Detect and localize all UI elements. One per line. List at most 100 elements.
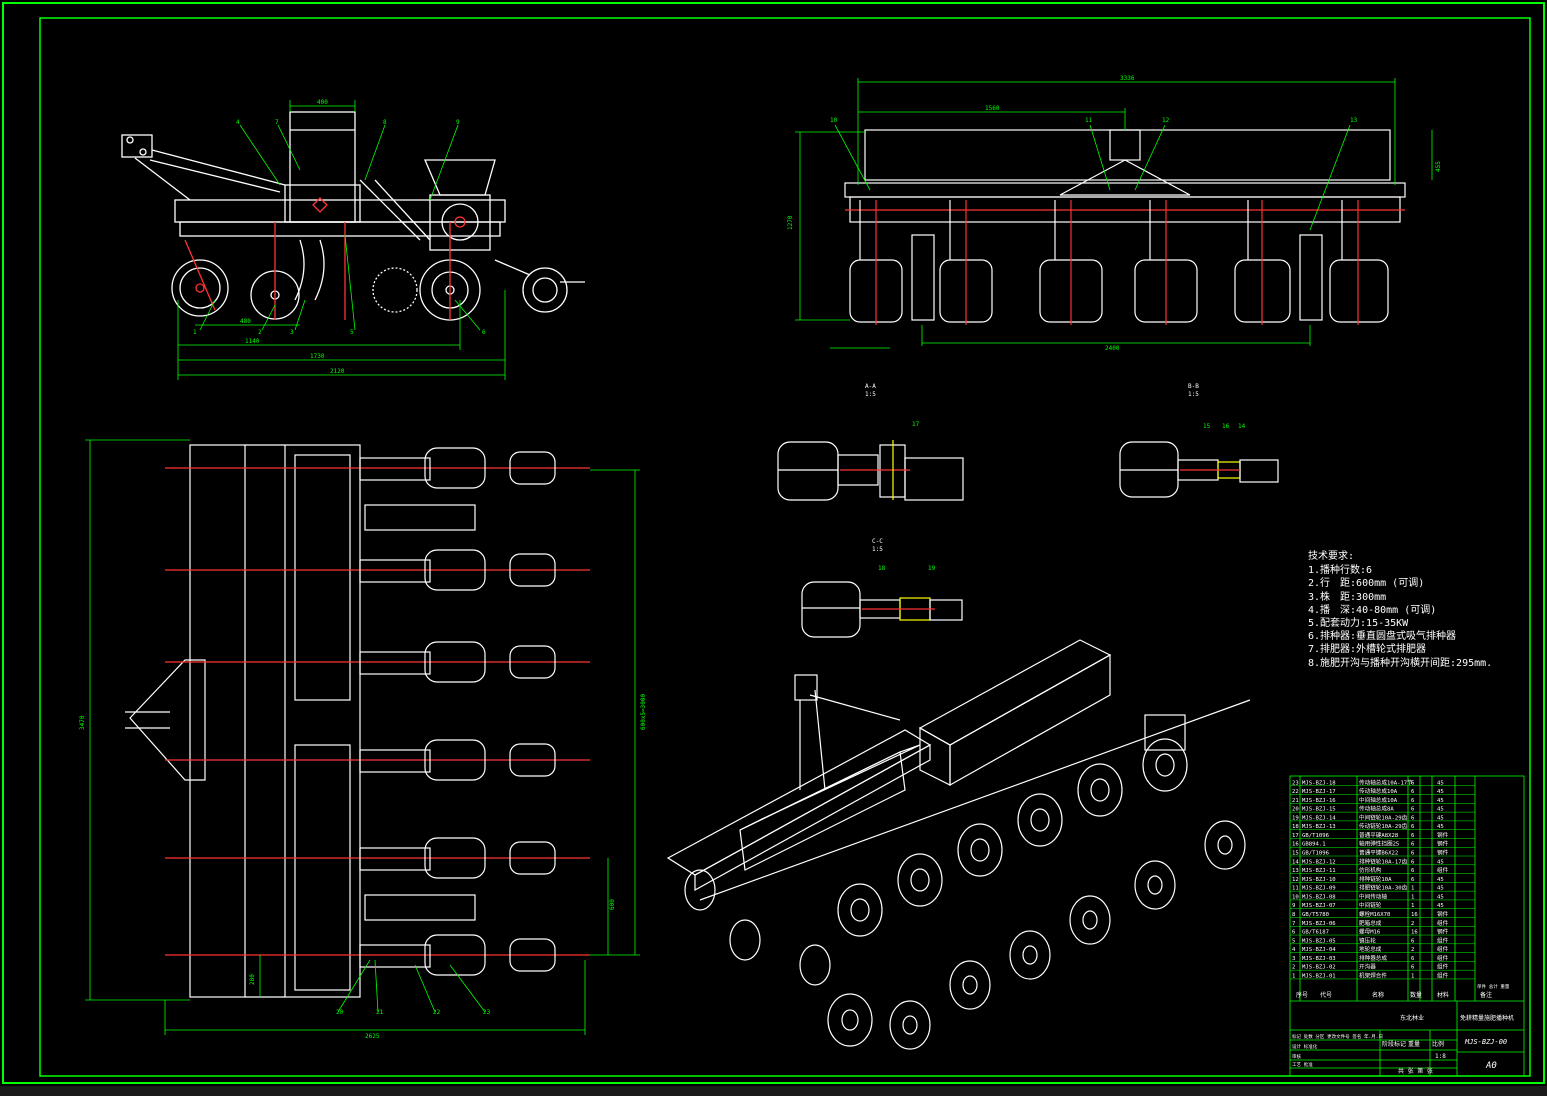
bom-cell: MJS-BZJ-07: [1302, 903, 1336, 909]
bom-cell: 45: [1437, 859, 1444, 865]
bom-cell: 45: [1437, 807, 1444, 813]
bom-cell: 6: [1411, 965, 1414, 971]
section-c-c: [801, 581, 963, 638]
bom-cell: 组件: [1437, 954, 1449, 962]
bom-cell: 1: [1411, 903, 1414, 909]
balloon-side-4: 4: [236, 119, 240, 126]
bom-cell: GB/T1096: [1302, 833, 1329, 839]
balloon-side-8: 8: [383, 119, 387, 126]
balloon-side-7: 7: [275, 119, 279, 126]
bom-cell: 1: [1411, 894, 1414, 900]
bom-cell: 45: [1437, 824, 1444, 830]
bom-cell: MJS-BZJ-10: [1302, 877, 1336, 883]
dim-front-right: 455: [1435, 161, 1442, 172]
weight-label: 重量: [1408, 1040, 1420, 1048]
bom-cell: 6: [1411, 868, 1414, 874]
bom-cell: GB894.1: [1302, 842, 1326, 848]
bom-cell: MJS-BZJ-06: [1302, 921, 1336, 927]
bom-cell: 16: [1411, 930, 1418, 936]
front-view-dimension-texts: 3336 1560 1270 455 2400 10 11 12 13: [787, 75, 1442, 352]
section-a-scale: 1:5: [865, 391, 876, 398]
bom-cell: 1: [1411, 886, 1414, 892]
section-c-scale: 1:5: [872, 546, 883, 553]
tech-item: 1.播种行数:6: [1308, 565, 1373, 577]
bom-cell: 地轮总成: [1359, 945, 1382, 953]
tech-heading: 技术要求:: [1308, 551, 1355, 562]
balloon-19: 19: [928, 565, 936, 572]
dim-plan-right: 600x5=3000: [640, 693, 647, 730]
dim-side-top: 400: [317, 99, 328, 106]
bom-cell: MJS-BZJ-01: [1302, 973, 1336, 979]
bom-cell: 45: [1437, 815, 1444, 821]
bom-cell: 镇压轮: [1359, 936, 1376, 944]
bom-cell: 6: [1411, 789, 1414, 795]
bom-cell: 6: [1411, 842, 1414, 848]
bom-cell: 6: [1411, 851, 1414, 857]
bom-cell: MJS-BZJ-04: [1302, 947, 1336, 953]
balloon-14: 14: [1238, 423, 1246, 430]
bom-cell: 19: [1292, 815, 1299, 821]
bom-cell: 6: [1411, 877, 1414, 883]
sign-row-2: 设计 标准化: [1292, 1043, 1318, 1050]
balloon-21: 21: [376, 1009, 384, 1016]
bom-cell: 钢件: [1437, 840, 1449, 848]
dim-front-bottom: 2400: [1105, 345, 1120, 352]
side-view-dimensions: [177, 100, 506, 380]
section-a-label: A-A: [865, 383, 876, 390]
sign-row-4: 工艺 批准: [1292, 1061, 1313, 1068]
bom-cell: 机架焊合件: [1359, 971, 1387, 979]
bom-cell: 8: [1292, 912, 1296, 918]
bom-cell: 9: [1292, 903, 1295, 909]
tech-item: 7.排肥器:外槽轮式排肥器: [1308, 644, 1427, 656]
bom-cell: MJS-BZJ-02: [1302, 965, 1336, 971]
dim-side-inner: 480: [240, 318, 251, 325]
bom-cell: 组件: [1437, 945, 1449, 953]
bom-cell: MJS-BZJ-18: [1302, 780, 1336, 786]
bom-cell: 21: [1292, 798, 1299, 804]
bom-cell: 6: [1411, 938, 1414, 944]
bom-cell: 23: [1292, 780, 1299, 786]
balloon-18: 18: [878, 565, 886, 572]
bom-cell: 传动轴总成10A-17节: [1359, 778, 1413, 786]
school-label: 东北林业: [1400, 1014, 1424, 1022]
tech-item: 6.排种器:垂直圆盘式吸气排种器: [1308, 631, 1457, 643]
tech-item: 5.配套动力:15-35KW: [1308, 618, 1409, 630]
bom-cell: 组件: [1437, 963, 1449, 971]
bom-cell: 普通平键B6X22: [1359, 849, 1398, 857]
dim-side-bottom-2: 1730: [310, 353, 325, 360]
bom-cell: 排种链轮10A-17齿: [1359, 857, 1408, 865]
stage-label: 阶段标记: [1382, 1040, 1406, 1048]
inner-frame: [39, 17, 1531, 1077]
bom-cell: 17: [1292, 833, 1299, 839]
bom-cell: 传动链轮10A-29齿: [1359, 822, 1408, 830]
bom-header-name: 名称: [1372, 991, 1384, 999]
bom-cell: 传动轴总成8A: [1359, 805, 1394, 813]
balloon-side-2: 2: [258, 329, 262, 336]
technical-requirements: 技术要求: 1.播种行数:6 2.行 距:600mm (可调) 3.株 距:30…: [1308, 550, 1492, 670]
status-strip: [0, 1086, 1547, 1096]
bom-cell: 中间链轮: [1359, 901, 1382, 909]
section-c-label: C-C: [872, 538, 883, 545]
balloon-side-5: 5: [350, 329, 354, 336]
balloon-side-3: 3: [290, 329, 294, 336]
bom-cell: 10: [1292, 894, 1299, 900]
drawing-title: 免耕精量施肥播种机: [1460, 1014, 1514, 1022]
balloon-side-9: 9: [456, 119, 460, 126]
balloon-20: 20: [336, 1009, 344, 1016]
bom-cell: MJS-BZJ-17: [1302, 789, 1336, 795]
bom-cell: GB/T5780: [1302, 912, 1329, 918]
bom-cell: 1: [1292, 973, 1295, 979]
bom-cell: 开沟器: [1359, 963, 1376, 971]
bom-cell: 钢件: [1437, 831, 1449, 839]
bom-cell: 1: [1411, 973, 1414, 979]
bom-cell: 轴用弹性挡圈25: [1359, 840, 1399, 848]
tech-item: 8.施肥开沟与播种开沟横开间距:295mm.: [1308, 657, 1493, 669]
balloon-front-11: 11: [1085, 117, 1093, 124]
sheet-size: A0: [1485, 1061, 1497, 1071]
bom-cell: 45: [1437, 903, 1444, 909]
bom-cell: 2: [1411, 947, 1414, 953]
bom-cell: MJS-BZJ-16: [1302, 798, 1336, 804]
title-block: [1289, 775, 1525, 1077]
bom-cell: 15: [1292, 851, 1299, 857]
bom-cell: MJS-BZJ-09: [1302, 886, 1336, 892]
